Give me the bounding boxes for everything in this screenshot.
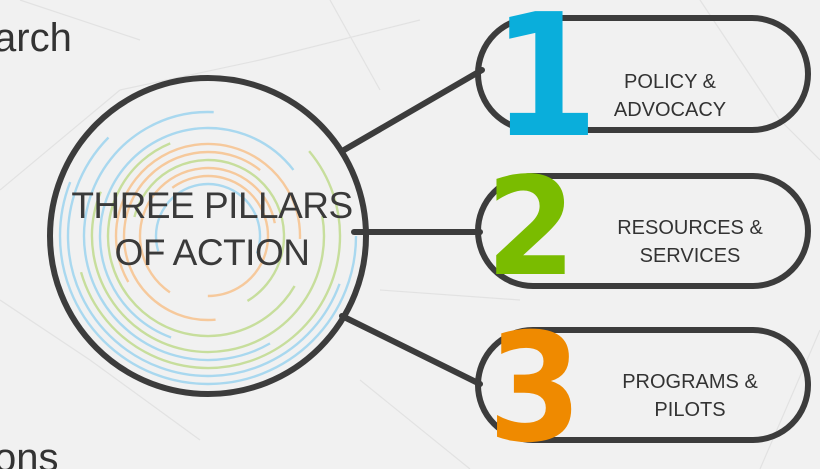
pillar-1-numeral: 1 [492, 0, 599, 176]
pillar-2-line2: SERVICES [639, 245, 741, 267]
pill-outlines [475, 15, 811, 443]
pillar-2-line1: RESOURCES & [617, 217, 763, 239]
cropped-heading-top: arch [0, 16, 72, 60]
connector-lines [339, 67, 485, 387]
pillar-3-numeral: 3 [488, 302, 582, 469]
hub-title-line1: THREE PILLARS [71, 185, 353, 226]
pill-3-outline [475, 327, 811, 443]
hub-circle [47, 75, 369, 397]
pillar-2-label: RESOURCES & SERVICES [580, 214, 800, 270]
pillar-1-label: POLICY & ADVOCACY [560, 68, 780, 124]
pillar-3-line1: PROGRAMS & [622, 371, 758, 393]
pillar-1-line1: POLICY & [624, 71, 716, 93]
pill-2-outline [475, 173, 811, 289]
hub-title: THREE PILLARS OF ACTION [52, 182, 372, 276]
connector-1 [341, 67, 485, 153]
cropped-heading-bottom: ons [0, 436, 59, 469]
pillar-1-line2: ADVOCACY [613, 99, 727, 121]
connector-3 [339, 313, 483, 387]
hub-title-line2: OF ACTION [114, 232, 310, 273]
pillar-3-label: PROGRAMS & PILOTS [580, 368, 800, 424]
pillar-3-line2: PILOTS [654, 399, 726, 421]
pill-1-outline [475, 15, 811, 133]
pillar-2-numeral: 2 [486, 149, 576, 307]
